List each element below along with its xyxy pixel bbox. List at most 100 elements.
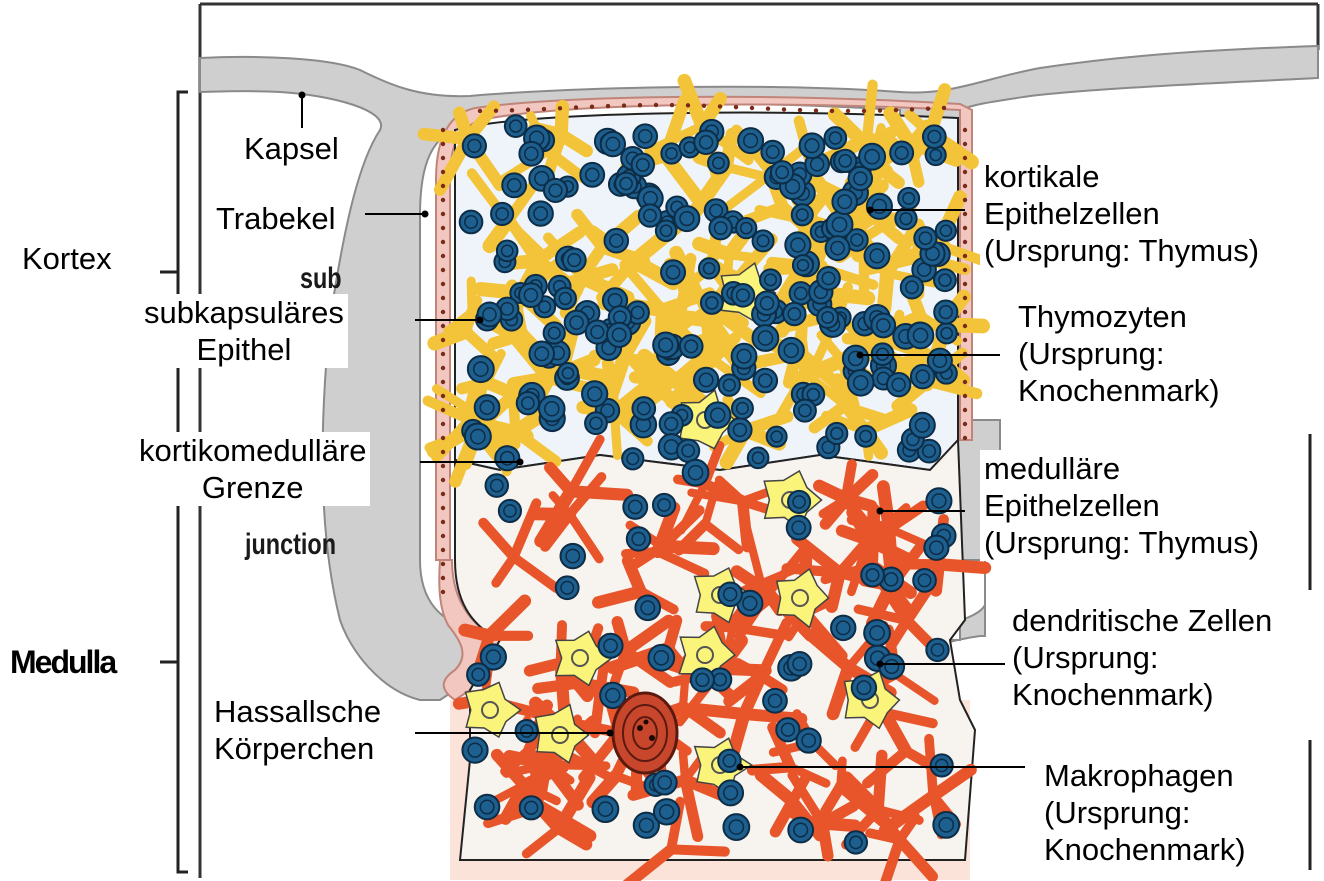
thymocyte <box>544 179 567 202</box>
thymocyte <box>683 460 709 486</box>
subcapsular-nucleus <box>441 156 445 160</box>
subcapsular-nucleus <box>670 103 674 107</box>
thymocyte <box>627 527 650 550</box>
thymocyte <box>826 423 847 444</box>
subcapsular-nucleus <box>441 128 445 132</box>
thymocyte <box>898 188 919 209</box>
thymocyte <box>580 163 604 187</box>
thymocyte <box>462 738 487 763</box>
subcapsular-nucleus <box>441 492 445 496</box>
cortical-epithelial-process <box>561 107 562 135</box>
thymocyte <box>656 221 676 241</box>
subcapsular-nucleus <box>750 106 754 110</box>
thymocyte <box>738 128 763 153</box>
subcapsular-nucleus <box>963 338 967 342</box>
thymocyte <box>653 771 677 795</box>
label-subkapsulaeres-epithel: subkapsuläres Epithel <box>140 294 348 368</box>
subcapsular-nucleus <box>441 310 445 314</box>
thymocyte <box>601 132 625 156</box>
subcapsular-nucleus <box>441 464 445 468</box>
subcapsular-nucleus <box>963 184 967 188</box>
thymocyte <box>855 426 876 447</box>
subcapsular-nucleus <box>590 105 594 109</box>
subcapsular-nucleus <box>441 534 445 538</box>
subcapsular-nucleus <box>441 324 445 328</box>
subcapsular-nucleus <box>846 109 850 113</box>
thymocyte <box>718 780 743 805</box>
subcapsular-nucleus <box>441 590 445 594</box>
subcapsular-nucleus <box>862 109 866 113</box>
thymocyte <box>599 634 623 658</box>
thymocyte <box>788 652 812 676</box>
thymocyte <box>779 338 804 363</box>
thymocyte <box>709 217 732 240</box>
subcapsular-nucleus <box>782 107 786 111</box>
thymocyte <box>674 206 699 231</box>
thymocyte <box>785 232 810 257</box>
subcapsular-nucleus <box>441 184 445 188</box>
thymocyte <box>605 229 629 253</box>
thymocyte <box>699 258 719 278</box>
thymocyte <box>582 381 607 406</box>
subcapsular-nucleus <box>942 106 946 110</box>
thymocyte <box>708 153 729 174</box>
thymocyte <box>554 288 576 310</box>
subcapsular-nucleus <box>441 212 445 216</box>
thymocyte <box>505 115 527 137</box>
thymocyte <box>544 322 565 343</box>
thymocyte <box>914 227 936 249</box>
thymocyte <box>732 398 753 419</box>
subcapsular-nucleus <box>510 108 514 112</box>
subcapsular-nucleus <box>963 156 967 160</box>
thymocyte <box>755 291 779 315</box>
region-label-medulla: Medulla <box>6 644 119 681</box>
subcapsular-nucleus <box>441 506 445 510</box>
subcapsular-nucleus <box>441 296 445 300</box>
thymocyte <box>859 144 885 170</box>
subcapsular-nucleus <box>963 296 967 300</box>
subcapsular-nucleus <box>558 106 562 110</box>
thymocyte <box>622 448 643 469</box>
thymocyte <box>908 323 934 349</box>
thymocyte <box>586 320 609 343</box>
thymocyte <box>635 595 660 620</box>
thymocyte <box>826 236 850 260</box>
thymocyte <box>793 255 813 275</box>
thymocyte <box>539 396 565 422</box>
thymocyte <box>623 495 647 519</box>
subcapsular-nucleus <box>441 198 445 202</box>
subcapsular-nucleus <box>441 366 445 370</box>
thymocyte <box>691 668 714 691</box>
subcapsular-nucleus <box>542 107 546 111</box>
subcapsular-nucleus <box>654 103 658 107</box>
subcapsular-nucleus <box>830 109 834 113</box>
thymocyte <box>871 314 895 338</box>
thymocyte <box>719 374 740 395</box>
thymocyte <box>528 201 552 225</box>
thymocyte <box>934 269 956 291</box>
thymocyte <box>911 365 935 389</box>
subcapsular-nucleus <box>963 422 967 426</box>
thymocyte <box>701 292 723 314</box>
label-makrophagen: Makrophagen (Ursprung: Knochenmark) <box>1040 757 1250 868</box>
thymocyte <box>680 335 703 358</box>
hassall-corpuscle <box>613 693 677 773</box>
medullary-epithelial-process <box>549 765 606 766</box>
thymocyte <box>761 141 784 164</box>
thymocyte <box>519 283 543 307</box>
thymocyte <box>933 812 959 838</box>
thymocyte <box>817 307 838 328</box>
subcapsular-nucleus <box>441 170 445 174</box>
subcapsular-nucleus <box>441 478 445 482</box>
subcapsular-nucleus <box>606 104 610 108</box>
thymocyte <box>520 796 543 819</box>
subcapsular-nucleus <box>963 240 967 244</box>
thymocyte <box>563 249 586 272</box>
thymocyte <box>800 133 825 158</box>
thymocyte <box>827 212 853 238</box>
subcapsular-nucleus <box>441 394 445 398</box>
underlay-sub: sub <box>300 262 342 296</box>
thymocyte <box>467 663 489 685</box>
medullary-epithelial-process <box>846 464 852 499</box>
thymocyte <box>936 323 956 343</box>
